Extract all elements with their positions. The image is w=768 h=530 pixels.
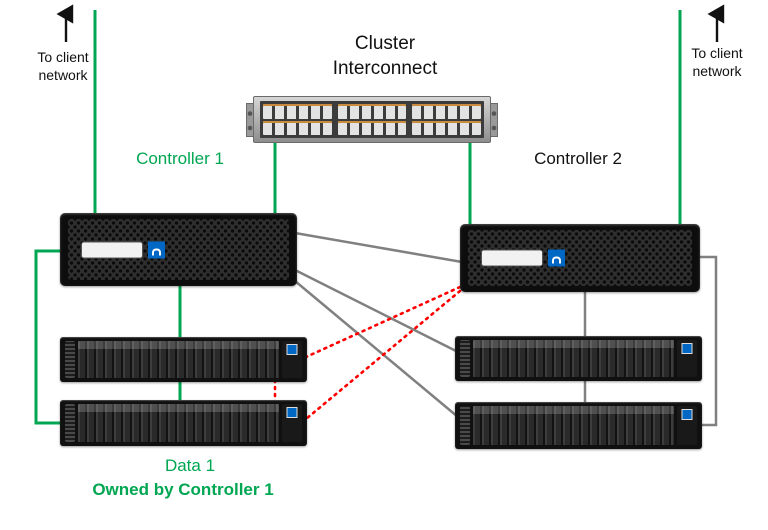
controller1-bezel xyxy=(68,219,289,280)
left-disk-shelf-2 xyxy=(60,400,307,446)
link-controller1-to-right-shelf1 xyxy=(294,268,459,354)
controller2-bezel xyxy=(468,230,692,286)
link-controller1-to-right-shelf2 xyxy=(294,280,459,418)
shelf-end-cap xyxy=(460,340,470,377)
shelf-end-cap xyxy=(460,406,470,445)
shelf-end-cap xyxy=(677,406,697,445)
port-row xyxy=(263,120,332,135)
shelf-end-cap xyxy=(677,340,697,377)
switch-port-panel xyxy=(260,101,484,138)
netapp-logo-icon xyxy=(286,407,298,418)
netapp-logo-icon xyxy=(148,241,165,258)
port-row xyxy=(412,120,482,135)
switch-port-group xyxy=(412,104,482,135)
switch-port-group xyxy=(263,104,332,135)
drive-bay-strip xyxy=(78,341,279,378)
controller2-label: Controller 2 xyxy=(534,149,622,168)
netapp-logo-icon xyxy=(681,343,693,354)
controller1-chassis xyxy=(60,213,297,286)
netapp-logo-icon xyxy=(548,249,565,267)
link-controller1-loop-to-left-shelf2 xyxy=(34,249,62,425)
drive-bay-strip xyxy=(78,404,279,442)
client-network-label-left: To client network xyxy=(37,49,89,84)
rack-ear-right-icon xyxy=(490,103,498,137)
ha-link-controller2-to-left-shelf1 xyxy=(304,285,462,359)
rack-ear-left-icon xyxy=(246,103,254,137)
client-network-label-right: To client network xyxy=(691,45,743,80)
port-row xyxy=(337,104,407,119)
shelf-end-cap xyxy=(282,404,302,442)
ha-link-controller2-to-left-shelf2 xyxy=(304,289,462,421)
controller2-chassis xyxy=(460,224,700,292)
controller2-label-slot xyxy=(482,250,542,266)
owned-by-controller1-label: Owned by Controller 1 xyxy=(92,480,274,499)
netapp-logo-icon xyxy=(286,344,298,355)
link-controller2-loop-to-right-shelf2 xyxy=(698,255,718,427)
netapp-logo-icon xyxy=(681,409,693,420)
port-row xyxy=(412,104,482,119)
drive-bay-strip xyxy=(473,406,674,445)
port-row xyxy=(263,104,332,119)
right-disk-shelf-2 xyxy=(455,402,702,449)
switch-port-group xyxy=(337,104,407,135)
shelf-end-cap xyxy=(65,404,75,442)
port-row xyxy=(337,120,407,135)
netapp-n-glyph xyxy=(552,256,561,264)
controller1-label-slot xyxy=(82,242,142,257)
controller1-label: Controller 1 xyxy=(136,149,224,168)
link-controller1-to-controller2 xyxy=(294,231,463,264)
left-disk-shelf-1 xyxy=(60,337,307,382)
cluster-interconnect-switch xyxy=(246,96,498,143)
cluster-interconnect-title: Cluster Interconnect xyxy=(332,33,438,79)
netapp-n-glyph xyxy=(152,248,161,255)
right-disk-shelf-1 xyxy=(455,336,702,381)
shelf-end-cap xyxy=(282,341,302,378)
data1-label: Data 1 xyxy=(164,456,216,475)
drive-bay-strip xyxy=(473,340,674,377)
shelf-end-cap xyxy=(65,341,75,378)
